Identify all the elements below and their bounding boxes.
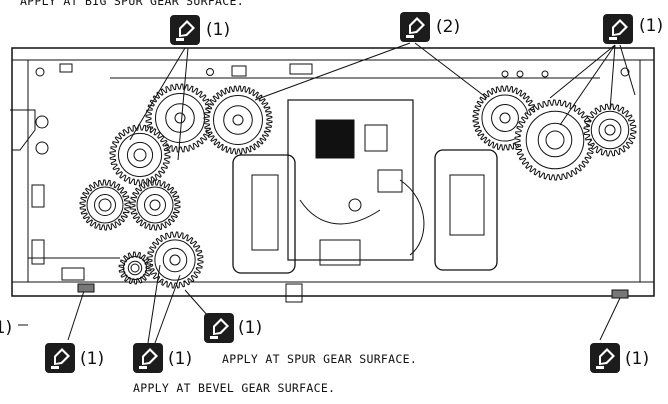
leader-line: [619, 44, 636, 96]
pcb-chip: [364, 124, 388, 152]
frame-slot: [59, 63, 73, 73]
pcb-connector: [319, 239, 361, 266]
left-bracket-foot: [61, 267, 85, 281]
callout-1: (1): [238, 318, 263, 338]
left-motor-label: [251, 174, 279, 251]
spur-gear: [79, 179, 131, 231]
left-plate: [31, 184, 45, 208]
leader-line: [147, 264, 161, 344]
worm-gear: [583, 103, 637, 157]
spur-gear: [109, 124, 171, 186]
pcb-wires: [299, 179, 425, 256]
leader-line: [254, 42, 411, 101]
grease-apply-icon: [204, 313, 234, 343]
pcb-screw: [348, 198, 362, 212]
right-motor-label: [449, 174, 485, 236]
grease-apply-icon: [45, 343, 75, 373]
pcb-board: [287, 99, 414, 261]
callout-1: (1): [206, 20, 231, 40]
note-big-spur-gear: APPLY AT BIG SPUR GEAR SURFACE.: [20, 0, 244, 8]
grease-apply-icon: [170, 15, 200, 45]
spur-gear: [129, 179, 181, 231]
grease-apply-icon: [603, 14, 633, 44]
leader-line: [67, 287, 86, 341]
grease-point: [611, 289, 629, 299]
leader-line: [559, 44, 616, 126]
center-tab: [285, 283, 303, 303]
grease-apply-icon: [133, 343, 163, 373]
screw-hole: [206, 68, 214, 76]
screw-hole: [501, 70, 509, 78]
screw-hole: [541, 70, 549, 78]
callout-1-left-edge: (1): [0, 318, 13, 338]
leader-line: [599, 297, 621, 341]
leader-line: [129, 47, 186, 141]
left-bracket: [10, 109, 36, 151]
right-motor: [434, 149, 498, 271]
roller: [35, 141, 49, 155]
callout-1: (1): [80, 349, 105, 369]
frame-slot: [289, 63, 313, 75]
left-motor: [232, 154, 296, 274]
screw-hole: [620, 67, 630, 77]
grease-point: [77, 283, 95, 293]
grease-apply-icon: [590, 343, 620, 373]
callout-1: (1): [168, 349, 193, 369]
chassis-frame: [11, 47, 655, 297]
spur-gear: [203, 85, 273, 155]
callout-1: (1): [625, 349, 650, 369]
screw-hole: [35, 67, 45, 77]
frame-slot: [231, 65, 247, 77]
roller: [35, 115, 49, 129]
callout-2: (2): [436, 17, 461, 37]
pinion-gear: [118, 251, 152, 285]
leader-line: [414, 42, 488, 99]
leader-line: [177, 47, 189, 161]
pcb-chip: [377, 169, 403, 193]
leader-line: [154, 274, 181, 344]
note-spur-gear: APPLY AT SPUR GEAR SURFACE.: [222, 352, 418, 366]
bevel-gear: [146, 231, 204, 289]
callout-1: (1): [639, 16, 664, 36]
note-bevel-gear: APPLY AT BEVEL GEAR SURFACE.: [133, 381, 336, 395]
grease-apply-icon: [400, 12, 430, 42]
leader-line: [549, 44, 616, 99]
screw-hole: [516, 70, 524, 78]
spur-gear: [514, 99, 596, 181]
pcb-chip: [315, 119, 355, 159]
leader-line: [609, 44, 616, 111]
left-plate: [31, 239, 45, 265]
